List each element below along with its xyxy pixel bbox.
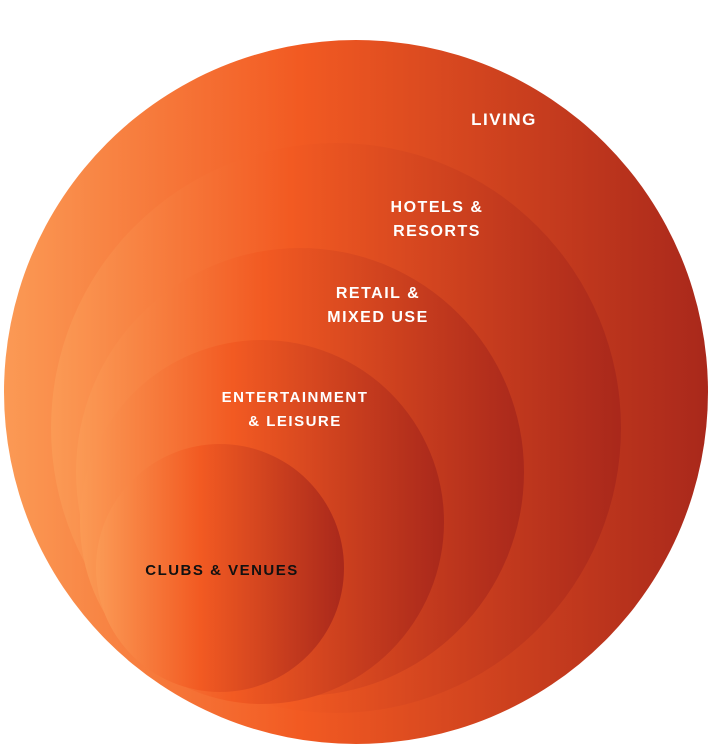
label-retail-mixed-use-line-2: MIXED USE (327, 309, 429, 326)
label-hotels-resorts-line-1: HOTELS & (391, 199, 484, 216)
label-hotels-resorts: HOTELS & RESORTS (391, 199, 484, 240)
label-retail-mixed-use-line-1: RETAIL & (336, 285, 420, 302)
label-entertainment-leisure-line-1: ENTERTAINMENT (222, 389, 369, 406)
label-living: LIVING (471, 110, 537, 129)
label-entertainment-leisure-line-2: & LEISURE (248, 413, 342, 430)
ring-clubs-venues (96, 444, 344, 692)
label-clubs-venues-line-1: CLUBS & VENUES (145, 562, 299, 579)
label-retail-mixed-use: RETAIL & MIXED USE (327, 285, 429, 326)
label-entertainment-leisure: ENTERTAINMENT & LEISURE (222, 389, 369, 430)
label-clubs-venues: CLUBS & VENUES (145, 562, 299, 579)
label-hotels-resorts-line-2: RESORTS (393, 223, 481, 240)
label-living-line-1: LIVING (471, 110, 537, 129)
